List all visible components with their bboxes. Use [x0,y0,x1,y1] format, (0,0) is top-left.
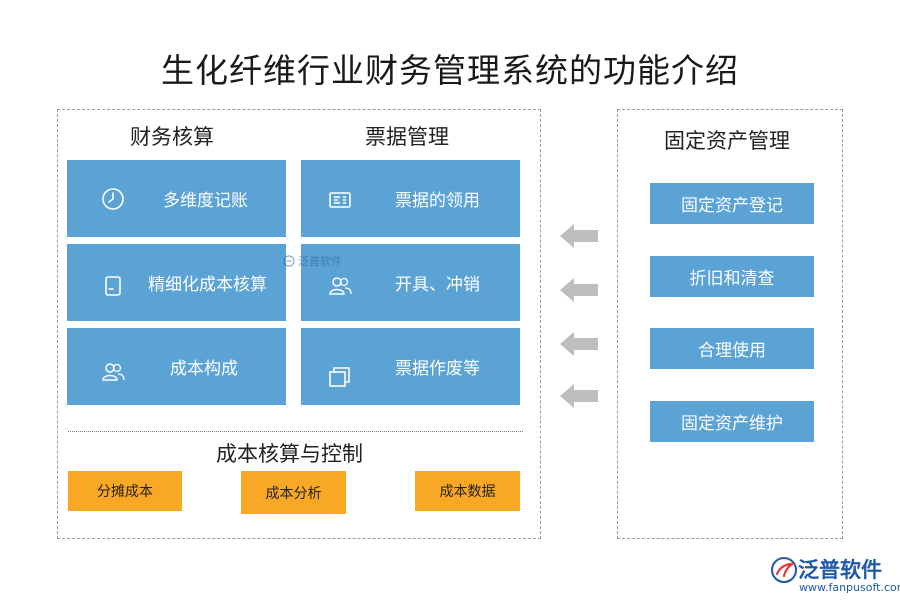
finance-bills-panel [57,109,541,539]
fixed-assets-panel [617,109,843,539]
card-label: 成本构成 [170,359,238,379]
btn-asset-maintenance[interactable]: 固定资产维护 [650,401,814,442]
users-icon [99,358,127,386]
logo-url: www.fanpusoft.com [799,581,900,594]
watermark: 泛普软件 [283,253,342,269]
card-label: 票据作废等 [395,359,480,379]
card-label: 精细化成本核算 [148,275,267,295]
left-arrow-icon [560,332,598,356]
btn-cost-allocation[interactable]: 分摊成本 [68,471,182,511]
brand-logo: 泛普软件 www.fanpusoft.com [766,552,900,596]
btn-asset-registration[interactable]: 固定资产登记 [650,183,814,224]
document-icon [99,272,127,300]
clock-icon [99,185,127,213]
card-cost-structure[interactable]: 成本构成 [67,328,286,405]
btn-depreciation-inventory[interactable]: 折旧和清查 [650,256,814,297]
users-icon [326,272,354,300]
left-arrow-icon [560,278,598,302]
bills-heading: 票据管理 [365,125,449,149]
card-label: 多维度记账 [163,191,248,211]
fixed-assets-heading: 固定资产管理 [664,129,790,153]
card-label: 开具、冲销 [395,275,480,295]
page-title: 生化纤维行业财务管理系统的功能介绍 [161,51,739,90]
left-arrow-icon [560,384,598,408]
finance-heading: 财务核算 [130,125,214,149]
left-arrow-icon [560,224,598,248]
fanpu-logo-icon [770,556,798,584]
layers-icon [326,363,354,391]
card-label: 票据的领用 [395,191,480,211]
watermark-text: 泛普软件 [298,255,342,268]
card-fine-cost-accounting[interactable]: 精细化成本核算 [67,244,286,321]
card-multi-dimension-bookkeeping[interactable]: 多维度记账 [67,160,286,237]
card-issue-and-offset[interactable]: 开具、冲销 [301,244,520,321]
card-bill-requisition[interactable]: 票据的领用 [301,160,520,237]
card-bill-void[interactable]: 票据作废等 [301,328,520,405]
btn-cost-analysis[interactable]: 成本分析 [241,471,346,514]
cost-control-heading: 成本核算与控制 [216,442,363,466]
invoice-icon [326,186,354,214]
btn-reasonable-use[interactable]: 合理使用 [650,328,814,369]
section-divider [68,431,523,432]
watermark-logo-icon [283,255,295,267]
btn-cost-data[interactable]: 成本数据 [415,471,520,511]
logo-name: 泛普软件 [798,558,882,582]
